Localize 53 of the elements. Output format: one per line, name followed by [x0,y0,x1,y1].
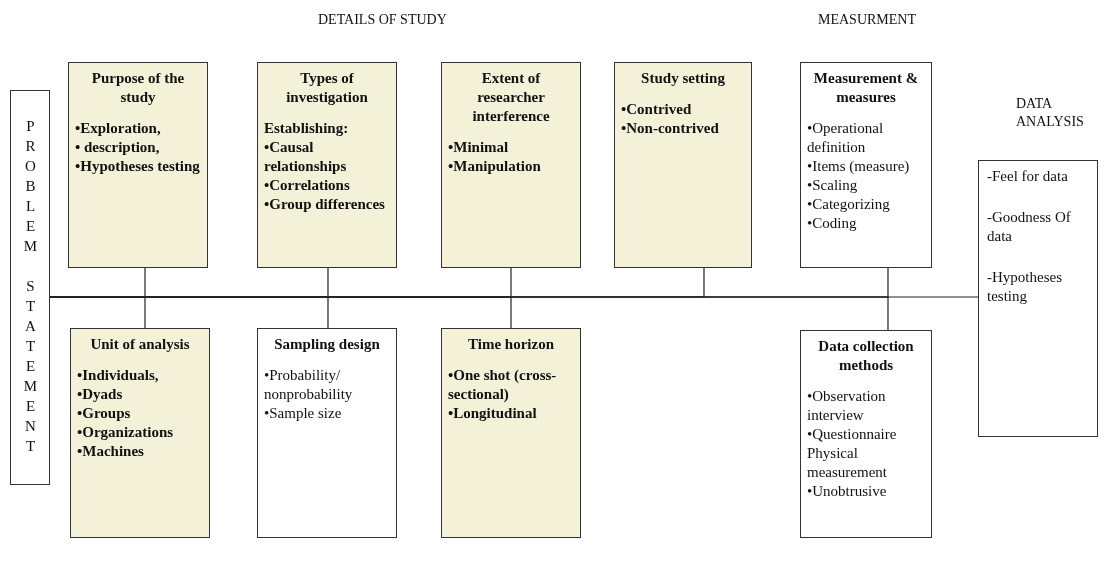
list-item: •Minimal [448,138,510,157]
list-item: •Manipulation [448,157,542,176]
box-heading: Purpose of the study [90,69,186,107]
list-item: •Categorizing [807,195,891,214]
box-heading: Sampling design [273,335,381,354]
list-item: •Group differences [264,195,386,214]
list-item: •Coding [807,214,858,233]
text-box [257,328,397,538]
box-heading: Time horizon [467,335,555,354]
list-item: •Hypotheses testing [75,157,201,176]
box-heading: Types of investigation [285,69,369,107]
list-item: •Contrived [621,100,693,119]
list-item: •Causal relationships [264,138,348,176]
problem-statement-box: PROBLEM STATEMENT [10,90,50,485]
list-item: •Non-contrived [621,119,720,138]
box-heading: Study setting [640,69,726,88]
list-item: -Goodness Of data [987,208,1072,246]
list-item: •Individuals, [77,366,160,385]
list-item: • description, [75,138,161,157]
box-heading: Extent of researcher interference [471,69,551,126]
list-item: •Operational definition [807,119,885,157]
text-box [441,62,581,268]
list-item: •Scaling [807,176,859,195]
list-item: •Longitudinal [448,404,538,423]
list-item: •Organizations [77,423,175,442]
list-item: •Observation interview [807,387,887,425]
list-item: •Unobtrusive [807,482,888,501]
section-heading: MEASURMENT [818,12,916,28]
list-item: •Exploration, [75,119,162,138]
text-box [257,62,397,268]
list-item: -Hypotheses testing [987,268,1063,306]
list-item: •Items (measure) [807,157,911,176]
box-heading: Data collection methods [817,337,915,375]
list-item: •Questionnaire Physical measurement [807,425,898,482]
text-box [614,62,752,268]
box-heading: Measurement & measures [812,69,920,107]
list-item: •One shot (cross-sectional) [448,366,558,404]
text-box [70,328,210,538]
text-box [800,330,932,538]
text-box [441,328,581,538]
list-item: •Sample size [264,404,343,423]
section-heading: DATA ANALYSIS [1016,95,1085,131]
text-box [800,62,932,268]
box-heading: Unit of analysis [89,335,191,354]
section-heading: DETAILS OF STUDY [318,12,447,28]
list-item: -Feel for data [987,167,1069,186]
text-box [68,62,208,268]
list-item: •Probability/ nonprobability [264,366,354,404]
list-item: •Machines [77,442,145,461]
list-item: •Groups [77,404,132,423]
list-item: •Dyads [77,385,124,404]
list-item: Establishing: [264,119,350,138]
list-item: •Correlations [264,176,351,195]
